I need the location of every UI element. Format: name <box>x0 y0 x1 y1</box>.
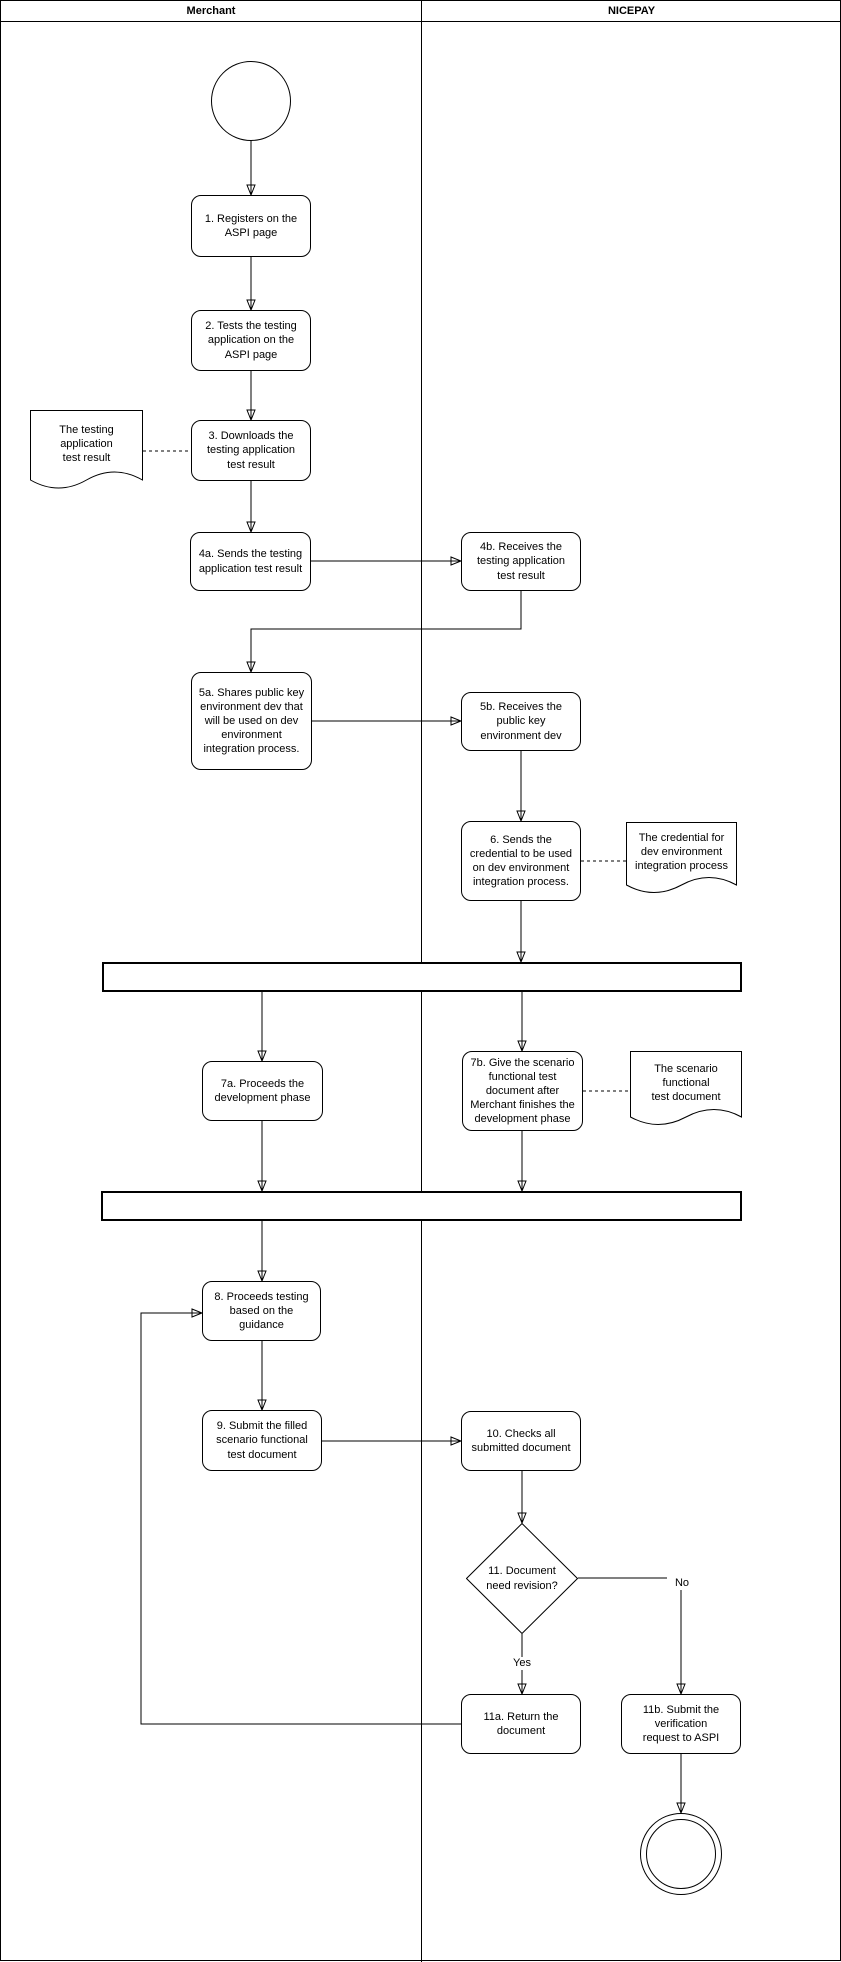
node-10-checks-documents: 10. Checks all submitted document <box>461 1411 581 1471</box>
decision-11-document-need-revision: 11. Document need revision? <box>466 1523 578 1634</box>
document-label: The credential for dev environment integ… <box>635 831 728 873</box>
edge-label-yes: Yes <box>505 1657 539 1671</box>
diamond-shape-icon <box>466 1523 578 1634</box>
node-9-submits-scenario-document: 9. Submit the filled scenario functional… <box>202 1410 322 1471</box>
document-shape-icon <box>626 822 737 893</box>
sync-bar-1 <box>102 962 742 992</box>
decision-label: 11. Document need revision? <box>486 1565 558 1592</box>
node-5b-receives-public-key: 5b. Receives the public key environment … <box>461 692 581 751</box>
node-8-proceeds-testing: 8. Proceeds testing based on the guidanc… <box>202 1281 321 1341</box>
node-11b-submit-verification-request: 11b. Submit the verification request to … <box>621 1694 741 1754</box>
sync-bar-2 <box>101 1191 742 1221</box>
node-4a-sends-test-result: 4a. Sends the testing application test r… <box>190 532 311 591</box>
connector-11a-loop-to-8 <box>140 1313 461 1725</box>
lane-header-nicepay: NICEPAY <box>421 1 841 22</box>
node-6-sends-credential: 6. Sends the credential to be used on de… <box>461 821 581 901</box>
document-scenario-functional-test: The scenario functional test document <box>630 1051 742 1131</box>
document-label: The testing application test result <box>59 423 114 465</box>
node-11a-return-document: 11a. Return the document <box>461 1694 581 1754</box>
document-shape-icon <box>630 1051 742 1125</box>
node-3-downloads-test-result: 3. Downloads the testing application tes… <box>191 420 311 481</box>
end-event-circle <box>640 1813 722 1895</box>
lane-label-nicepay: NICEPAY <box>607 5 656 17</box>
start-event-circle <box>211 61 291 141</box>
lane-label-merchant: Merchant <box>186 5 236 17</box>
node-2-tests-testing-application: 2. Tests the testing application on the … <box>191 310 311 371</box>
document-dev-credential: The credential for dev environment integ… <box>626 822 737 898</box>
node-4b-receives-test-result: 4b. Receives the testing application tes… <box>461 532 581 591</box>
connector-decision-no-to-11b <box>578 1577 681 1693</box>
node-1-registers-aspi-page: 1. Registers on the ASPI page <box>191 195 311 257</box>
document-label: The scenario functional test document <box>651 1062 721 1104</box>
node-5a-shares-public-key: 5a. Shares public key environment dev th… <box>191 672 312 770</box>
node-7a-proceeds-development: 7a. Proceeds the development phase <box>202 1061 323 1121</box>
node-7b-gives-scenario-document: 7b. Give the scenario functional test do… <box>462 1051 583 1131</box>
lane-header-merchant: Merchant <box>1 1 421 22</box>
document-testing-app-test-result: The testing application test result <box>30 410 143 494</box>
edge-label-no: No <box>667 1577 697 1591</box>
document-shape-icon <box>30 410 143 489</box>
connector-4b-to-5a <box>251 591 522 671</box>
end-event-inner-ring <box>646 1819 716 1889</box>
